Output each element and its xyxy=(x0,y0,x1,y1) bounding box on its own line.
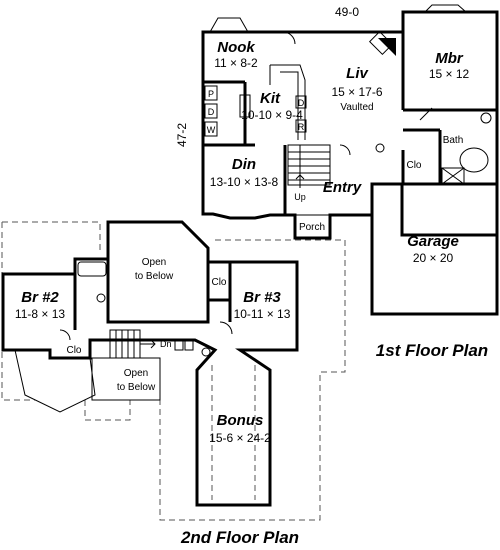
open-below-lower xyxy=(91,357,161,401)
first-floor-caption: 1st Floor Plan xyxy=(376,341,488,360)
closet-label: Clo xyxy=(406,160,421,171)
mbr-bay-window xyxy=(424,4,467,13)
porch-label: Porch xyxy=(299,222,325,233)
entry-name: Entry xyxy=(323,179,362,196)
linen-box-2 xyxy=(184,339,194,351)
br2-bay-window xyxy=(14,349,96,413)
second-floor-stair xyxy=(109,329,156,359)
din-size: 13-10 × 13-8 xyxy=(210,175,279,189)
stair-up-label: Up xyxy=(294,192,306,202)
din-name: Din xyxy=(232,156,256,173)
kitchen-counter xyxy=(269,64,306,140)
cooktop xyxy=(239,94,251,118)
overall-depth-label: 47-2 xyxy=(175,123,189,147)
kit-name: Kit xyxy=(260,90,281,107)
upper-sink xyxy=(96,293,106,303)
bath-label: Bath xyxy=(443,135,464,146)
open-below-bottom-line1: Open xyxy=(124,368,148,379)
second-floor-plan: Br #2 11-8 × 13 Br #3 10-11 × 13 Bonus 1… xyxy=(1,220,346,547)
first-floor-plan: 49-0 47-2 Nook 11 × 8-2 Kit 10-10 × 9-4 … xyxy=(175,4,499,360)
closet-br3-label: Clo xyxy=(211,277,226,288)
garage-size: 20 × 20 xyxy=(413,251,454,265)
liv-note: Vaulted xyxy=(340,102,373,113)
second-floor-caption: 2nd Floor Plan xyxy=(180,528,299,547)
dryer-label: D xyxy=(298,98,305,108)
first-floor-stair xyxy=(287,144,331,188)
second-floor-doors xyxy=(59,321,233,341)
closet-br2-label: Clo xyxy=(66,345,81,356)
bonus-ceiling-lines xyxy=(211,365,256,500)
dishwasher-box xyxy=(204,103,218,119)
mbr-name: Mbr xyxy=(435,50,464,67)
garage-name: Garage xyxy=(407,233,459,250)
linen-box-1 xyxy=(174,339,184,351)
first-floor-doors xyxy=(282,31,433,156)
refrigerator-box xyxy=(295,119,307,133)
pantry-box xyxy=(204,85,218,101)
liv-name: Liv xyxy=(346,65,369,82)
bathtub xyxy=(459,147,489,173)
br3-size: 10-11 × 13 xyxy=(234,307,291,321)
second-floor-interior-walls xyxy=(73,259,232,330)
nook-name: Nook xyxy=(217,39,255,56)
bonus-name: Bonus xyxy=(217,412,264,429)
dishwasher-label: D xyxy=(208,107,215,117)
open-below-top-line2: to Below xyxy=(135,271,174,282)
br2-name: Br #2 xyxy=(21,289,59,306)
fireplace-hearth xyxy=(368,30,394,56)
upper-bathtub xyxy=(77,261,107,277)
second-floor-walls xyxy=(1,220,299,507)
washer-box xyxy=(204,121,218,137)
br2-size: 11-8 × 13 xyxy=(15,307,65,321)
hall-fixture xyxy=(201,347,211,357)
roof-outline-left xyxy=(1,221,131,421)
overall-width-label: 49-0 xyxy=(335,5,359,19)
liv-size: 15 × 17-6 xyxy=(331,85,382,99)
porch xyxy=(294,214,331,239)
roof-outline-right xyxy=(159,239,346,521)
sink xyxy=(375,143,385,153)
kit-size: 10-10 × 9-4 xyxy=(241,108,303,122)
liv-bay-window xyxy=(209,17,249,33)
stair-dn-label: Dn xyxy=(160,339,172,349)
br3-name: Br #3 xyxy=(243,289,281,306)
dryer-box xyxy=(295,95,307,109)
fireplace xyxy=(378,38,396,56)
toilet xyxy=(480,112,492,124)
open-below-bottom-line2: to Below xyxy=(117,382,156,393)
nook-size: 11 × 8-2 xyxy=(214,56,258,70)
refrigerator-label: R xyxy=(298,122,305,132)
bonus-size: 15-6 × 24-2 xyxy=(209,431,271,445)
open-below-top-line1: Open xyxy=(142,257,166,268)
washer-label: W xyxy=(207,125,216,135)
pantry-label: P xyxy=(208,89,214,99)
mbr-size: 15 × 12 xyxy=(429,67,470,81)
